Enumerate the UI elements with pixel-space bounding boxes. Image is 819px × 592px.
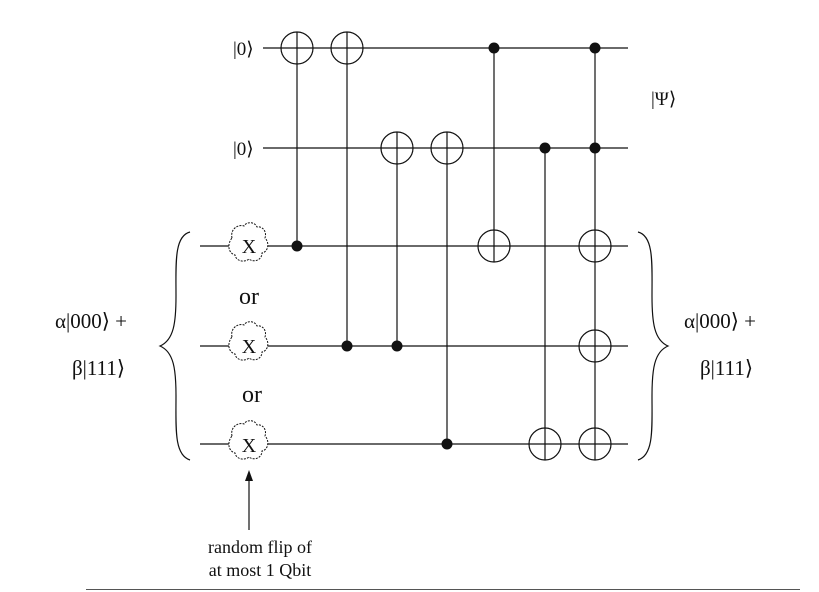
input-ket-ancilla-2: |0⟩ xyxy=(233,139,254,160)
target-3 xyxy=(380,131,414,165)
or-separator-1: or xyxy=(239,284,259,310)
output-psi-label: |Ψ⟩ xyxy=(651,89,676,110)
control-dot xyxy=(539,142,551,154)
target-1 xyxy=(280,31,314,65)
target-4 xyxy=(430,131,464,165)
control-dot xyxy=(391,340,403,352)
left-state-line-1: α|000⟩ + xyxy=(55,309,127,333)
error-gate-1: X xyxy=(228,222,269,262)
target-6 xyxy=(528,427,562,461)
error-gates: X X X xyxy=(228,222,269,460)
target-2 xyxy=(330,31,364,65)
right-brace xyxy=(637,231,670,461)
left-state-line-2: β|111⟩ xyxy=(72,356,125,380)
control-dot xyxy=(341,340,353,352)
qubit-wires xyxy=(200,47,628,445)
control-links xyxy=(296,32,596,460)
error-x-label: X xyxy=(242,336,257,358)
caption-line-2: at most 1 Qbit xyxy=(209,560,312,580)
target-9 xyxy=(578,427,612,461)
right-state-line-1: α|000⟩ + xyxy=(684,309,756,333)
error-arrow xyxy=(245,470,253,530)
control-dot xyxy=(589,142,601,154)
error-gate-2: X xyxy=(228,321,269,361)
control-dot xyxy=(488,42,500,54)
or-separator-2: or xyxy=(242,382,262,408)
target-5 xyxy=(477,229,511,263)
caption-line-1: random flip of xyxy=(208,537,312,557)
right-state-line-2: β|111⟩ xyxy=(700,356,753,380)
control-dots xyxy=(291,42,601,450)
target-symbols xyxy=(280,31,612,461)
input-ket-ancilla-1: |0⟩ xyxy=(233,39,254,60)
error-x-label: X xyxy=(242,236,257,258)
error-gate-3: X xyxy=(228,420,269,460)
target-7 xyxy=(578,229,612,263)
control-dot xyxy=(589,42,601,54)
left-brace xyxy=(158,231,191,461)
control-dot xyxy=(291,240,303,252)
target-8 xyxy=(578,329,612,363)
error-x-label: X xyxy=(242,435,257,457)
control-dot xyxy=(441,438,453,450)
